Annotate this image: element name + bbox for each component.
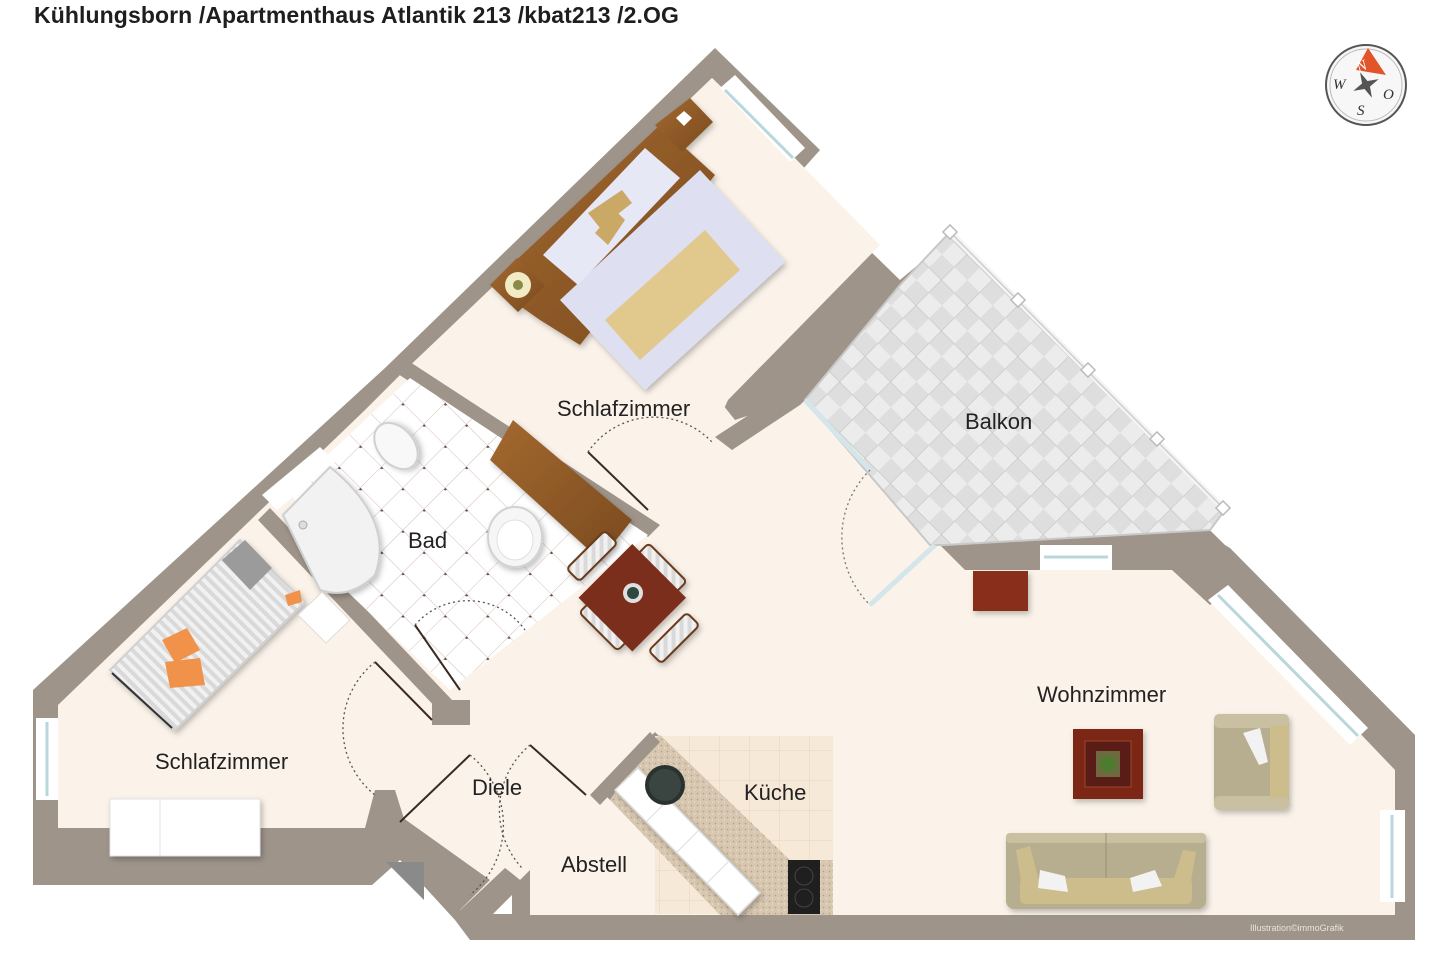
label-abstell: Abstell — [561, 852, 627, 877]
living-room-furniture — [973, 571, 1289, 909]
compass-rose-icon: N O S W — [1325, 44, 1407, 126]
door-top-bedroom — [587, 416, 713, 511]
compass-west: W — [1333, 77, 1347, 93]
label-bad: Bad — [408, 528, 447, 553]
window-left-bedroom — [36, 718, 58, 800]
illustration-credit: Illustration©immoGrafik — [1250, 923, 1344, 933]
label-schlafzimmer-left: Schlafzimmer — [155, 749, 288, 774]
side-cabinet — [973, 571, 1028, 611]
window-living-right — [1380, 810, 1405, 902]
label-kueche: Küche — [744, 780, 806, 805]
label-schlafzimmer-top: Schlafzimmer — [557, 396, 690, 421]
single-bed — [108, 538, 307, 732]
balcony — [803, 223, 1232, 607]
page-title: Kühlungsborn /Apartmenthaus Atlantik 213… — [34, 2, 679, 28]
label-wohnzimmer: Wohnzimmer — [1037, 682, 1166, 707]
compass-south: S — [1357, 103, 1365, 119]
kitchen — [590, 732, 833, 917]
room-labels: Schlafzimmer Balkon Bad Schlafzimmer Die… — [155, 396, 1166, 877]
window-living-diagonal — [1208, 585, 1368, 745]
windows — [36, 75, 1405, 902]
window-top-bedroom — [720, 75, 805, 162]
entry-doors — [386, 744, 587, 914]
left-bedroom-furniture — [108, 538, 433, 857]
bin — [297, 591, 351, 644]
window-living-top — [1040, 545, 1112, 570]
entry-arrow-icon — [386, 862, 424, 900]
wardrobe — [490, 420, 632, 560]
label-balkon: Balkon — [965, 409, 1032, 434]
coffee-table — [1073, 729, 1143, 799]
armchair — [1214, 714, 1289, 810]
compass-east: O — [1383, 87, 1394, 103]
bathroom — [262, 378, 648, 691]
dresser — [109, 798, 261, 857]
double-bed — [490, 98, 785, 390]
dining-table — [567, 531, 699, 663]
label-diele: Diele — [472, 775, 522, 800]
sofa — [1006, 833, 1206, 909]
